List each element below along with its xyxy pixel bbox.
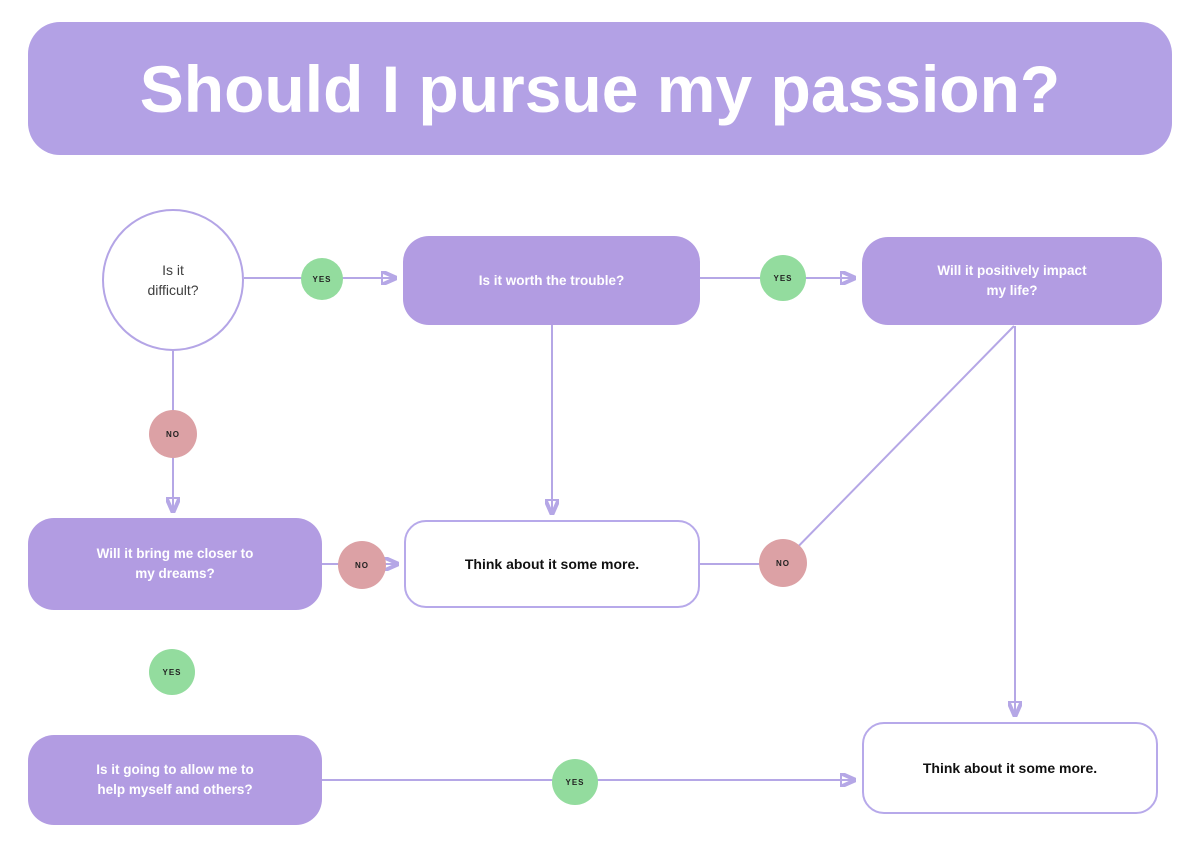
edge-label-yes-help-think: YES bbox=[552, 759, 598, 805]
edge-label-yes-dreams-help: YES bbox=[149, 649, 195, 695]
node-think-more-mid-label: Think about it some more. bbox=[464, 555, 640, 572]
edge-label-yes-difficult-trouble: YES bbox=[301, 258, 343, 300]
node-think-more-bottom: Think about it some more. bbox=[862, 722, 1158, 814]
node-closer-to-dreams-label: Will it bring me closer to my dreams? bbox=[96, 546, 254, 581]
node-closer-to-dreams: Will it bring me closer to my dreams? bbox=[28, 518, 322, 610]
node-is-it-difficult: Is it difficult? bbox=[102, 209, 244, 351]
edge-label-yes-trouble-impact: YES bbox=[760, 255, 806, 301]
node-think-more-bottom-label: Think about it some more. bbox=[922, 759, 1098, 776]
edge-label-no-dreams-think: NO bbox=[338, 541, 386, 589]
node-is-it-difficult-label: Is it difficult? bbox=[147, 261, 199, 298]
node-worth-the-trouble-label: Is it worth the trouble? bbox=[478, 272, 625, 288]
edge-label-no-impact-think: NO bbox=[759, 539, 807, 587]
node-think-more-mid: Think about it some more. bbox=[404, 520, 700, 608]
node-positively-impact: Will it positively impact my life? bbox=[862, 237, 1162, 325]
edge-impact-to-think-mid-diagonal bbox=[782, 325, 1015, 563]
node-help-myself-others-label: Is it going to allow me to help myself a… bbox=[96, 762, 254, 797]
page-title: Should I pursue my passion? bbox=[139, 51, 1061, 126]
title-banner: Should I pursue my passion? bbox=[28, 22, 1172, 155]
edge-label-no-difficult-dreams: NO bbox=[149, 410, 197, 458]
node-help-myself-others: Is it going to allow me to help myself a… bbox=[28, 735, 322, 825]
node-worth-the-trouble: Is it worth the trouble? bbox=[403, 236, 700, 325]
node-positively-impact-label: Will it positively impact my life? bbox=[937, 263, 1087, 298]
